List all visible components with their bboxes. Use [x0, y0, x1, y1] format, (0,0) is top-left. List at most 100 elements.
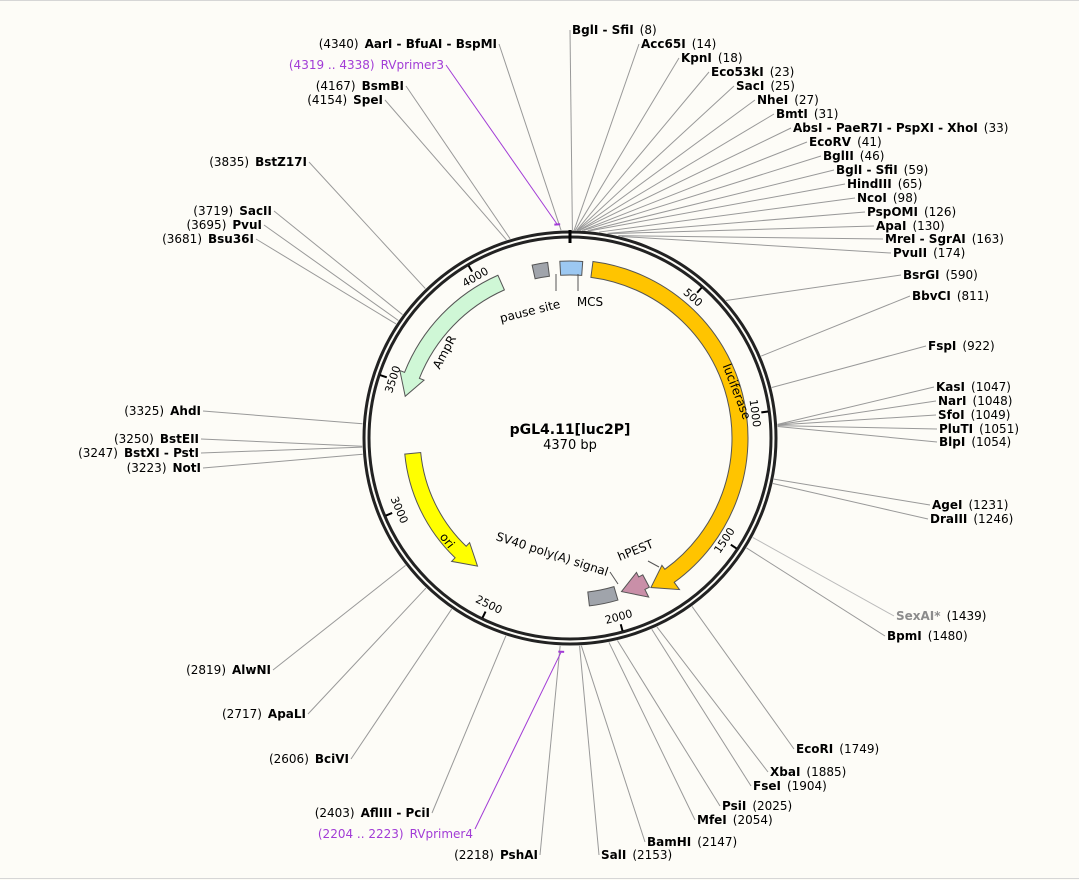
site-position: (33) — [984, 121, 1009, 135]
site-alwni[interactable]: (2819)AlwNI — [186, 663, 271, 677]
feature-label-pause-site: pause site — [498, 297, 561, 326]
feature-mcs[interactable] — [560, 261, 583, 275]
site-leader — [201, 447, 362, 453]
site-sexai-[interactable]: SexAI*(1439) — [896, 609, 986, 623]
site-noti[interactable]: (3223)NotI — [127, 461, 201, 475]
feature-hpest[interactable] — [621, 572, 649, 597]
feature-label-hpest: hPEST — [616, 537, 657, 564]
site-xbai[interactable]: XbaI(1885) — [770, 765, 846, 779]
site-blpi[interactable]: BlpI(1054) — [939, 435, 1011, 449]
site-aari-bfuai-bspmi[interactable]: (4340)AarI - BfuAI - BspMI — [319, 37, 497, 51]
site-bsmbi[interactable]: (4167)BsmBI — [316, 79, 404, 93]
site-pshai[interactable]: (2218)PshAI — [454, 848, 538, 862]
site-nari[interactable]: NarI(1048) — [938, 394, 1012, 408]
site-leader — [540, 646, 560, 855]
site-leader — [201, 439, 362, 446]
primer-rvprimer3[interactable]: (4319 .. 4338)RVprimer3 — [289, 58, 444, 72]
site-bbvci[interactable]: BbvCI(811) — [912, 289, 989, 303]
site-fsei[interactable]: FseI(1904) — [753, 779, 827, 793]
site-name: SacI — [736, 79, 764, 93]
site-leader — [726, 275, 901, 300]
site-bsteii[interactable]: (3250)BstEII — [114, 432, 199, 446]
site-acc65i[interactable]: Acc65I(14) — [641, 37, 716, 51]
site-ecori[interactable]: EcoRI(1749) — [796, 742, 879, 756]
site-psii[interactable]: PsiI(2025) — [722, 799, 792, 813]
site-bgli-sfii[interactable]: BglI - SfiI(59) — [836, 163, 928, 177]
tick-label: 2500 — [473, 593, 504, 617]
site-bamhi[interactable]: BamHI(2147) — [647, 835, 737, 849]
site-kpni[interactable]: KpnI(18) — [681, 51, 743, 65]
site-bstxi-psti[interactable]: (3247)BstXI - PstI — [78, 446, 199, 460]
site-mfei[interactable]: MfeI(2054) — [697, 813, 773, 827]
feature-pause-site[interactable] — [532, 262, 549, 278]
site-bstz17i[interactable]: (3835)BstZ17I — [209, 155, 307, 169]
primer-name: RVprimer3 — [381, 58, 444, 72]
site-name: Eco53kI — [711, 65, 764, 79]
site-sacii[interactable]: (3719)SacII — [193, 204, 272, 218]
svg-text:Eco53kI(23): Eco53kI(23) — [711, 65, 794, 79]
site-name: BamHI — [647, 835, 691, 849]
site-bpmi[interactable]: BpmI(1480) — [887, 629, 968, 643]
site-name: Acc65I — [641, 37, 686, 51]
svg-text:(3719)SacII: (3719)SacII — [193, 204, 272, 218]
feature-ori[interactable] — [405, 453, 478, 567]
site-bmti[interactable]: BmtI(31) — [776, 107, 839, 121]
svg-text:(2717)ApaLI: (2717)ApaLI — [222, 707, 306, 721]
site-name: BsmBI — [362, 79, 404, 93]
feature-ampr[interactable] — [400, 275, 505, 396]
site-ncoi[interactable]: NcoI(98) — [857, 191, 918, 205]
site-absi-paer7i-pspxi-xhoi[interactable]: AbsI - PaeR7I - PspXI - XhoI(33) — [793, 121, 1008, 135]
site-bglii[interactable]: BglII(46) — [823, 149, 884, 163]
site-spei[interactable]: (4154)SpeI — [307, 93, 383, 107]
site-bgli-sfii[interactable]: BglI - SfiI(8) — [572, 23, 657, 37]
site-pvuii[interactable]: PvuII(174) — [893, 246, 965, 260]
primer-rvprimer4[interactable]: (2204 .. 2223)RVprimer4 — [318, 827, 473, 841]
site-position: (590) — [946, 268, 978, 282]
site-pluti[interactable]: PluTI(1051) — [939, 422, 1019, 436]
site-eco53ki[interactable]: Eco53kI(23) — [711, 65, 794, 79]
site-pvui[interactable]: (3695)PvuI — [186, 218, 262, 232]
svg-text:BlpI(1054): BlpI(1054) — [939, 435, 1011, 449]
site-ahdi[interactable]: (3325)AhdI — [124, 404, 201, 418]
site-leader — [580, 128, 791, 230]
svg-text:(4340)AarI - BfuAI - BspMI: (4340)AarI - BfuAI - BspMI — [319, 37, 497, 51]
tick-label: 3000 — [388, 495, 411, 526]
site-position: (174) — [933, 246, 965, 260]
svg-text:AbsI - PaeR7I - PspXI - XhoI(3: AbsI - PaeR7I - PspXI - XhoI(33) — [793, 121, 1008, 135]
site-position: (3325) — [124, 404, 164, 418]
site-bcivi[interactable]: (2606)BciVI — [269, 752, 349, 766]
site-leader — [584, 156, 821, 230]
site-saci[interactable]: SacI(25) — [736, 79, 795, 93]
site-bsrgi[interactable]: BsrGI(590) — [903, 268, 978, 282]
site-leader — [617, 641, 720, 806]
site-afliii-pcii[interactable]: (2403)AflIII - PciI — [315, 806, 430, 820]
svg-text:(3695)PvuI: (3695)PvuI — [186, 218, 262, 232]
site-name: BpmI — [887, 629, 922, 643]
site-leader — [575, 58, 679, 230]
site-sali[interactable]: SalI(2153) — [601, 848, 672, 862]
site-agei[interactable]: AgeI(1231) — [932, 498, 1008, 512]
site-name: SexAI* — [896, 609, 941, 623]
site-hindiii[interactable]: HindIII(65) — [847, 177, 922, 191]
site-draiii[interactable]: DraIII(1246) — [930, 512, 1013, 526]
svg-text:KasI(1047): KasI(1047) — [936, 380, 1011, 394]
site-apai[interactable]: ApaI(130) — [876, 219, 945, 233]
site-name: BglI - SfiI — [572, 23, 634, 37]
site-nhei[interactable]: NheI(27) — [757, 93, 819, 107]
site-mrei-sgrai[interactable]: MreI - SgrAI(163) — [885, 232, 1004, 246]
svg-text:BglI - SfiI(8): BglI - SfiI(8) — [572, 23, 657, 37]
site-apali[interactable]: (2717)ApaLI — [222, 707, 306, 721]
site-leader — [574, 44, 639, 230]
site-leader — [264, 225, 398, 321]
site-ecorv[interactable]: EcoRV(41) — [809, 135, 882, 149]
site-bsu36i[interactable]: (3681)Bsu36I — [162, 232, 254, 246]
site-sfoi[interactable]: SfoI(1049) — [938, 408, 1010, 422]
site-name: MfeI — [697, 813, 727, 827]
site-name: PluTI — [939, 422, 973, 436]
site-position: (1904) — [787, 779, 827, 793]
site-pspomi[interactable]: PspOMI(126) — [867, 205, 956, 219]
site-kasi[interactable]: KasI(1047) — [936, 380, 1011, 394]
site-fspi[interactable]: FspI(922) — [928, 339, 995, 353]
site-position: (3835) — [209, 155, 249, 169]
feature-sv40-poly-a-signal[interactable] — [588, 587, 618, 606]
